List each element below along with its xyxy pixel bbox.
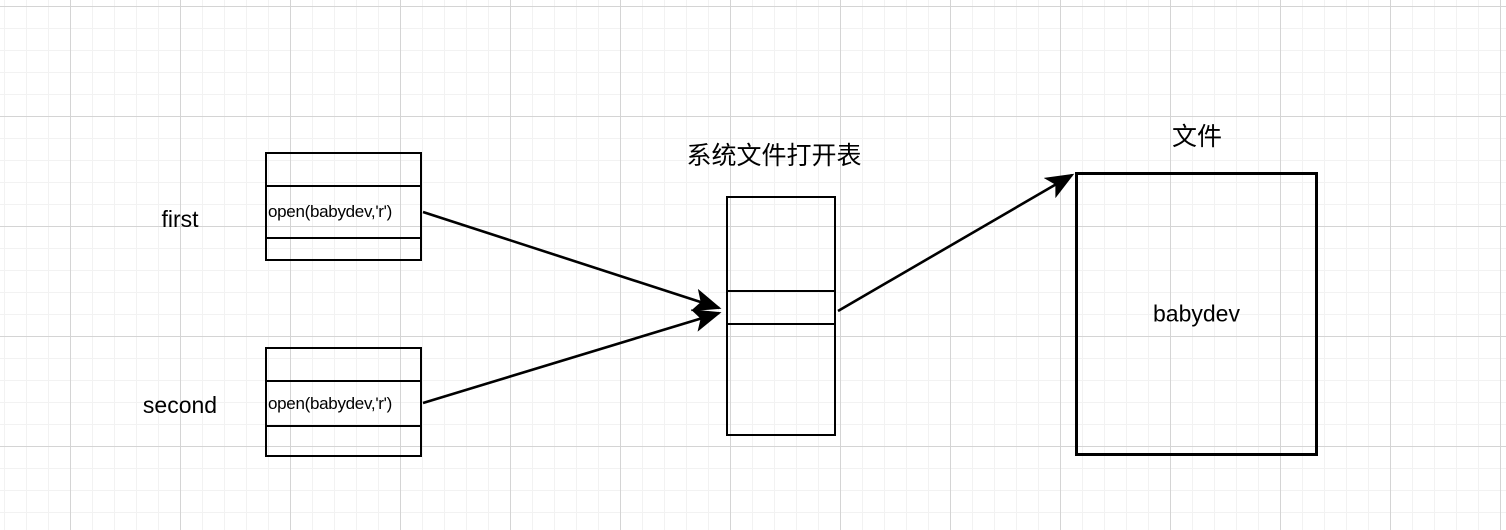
fd-table-first: open(babydev,'r') — [265, 152, 422, 261]
fd-table-second-cell-1: open(babydev,'r') — [268, 393, 392, 413]
process-label-second: second — [142, 392, 218, 418]
fd-table-first-row-1: open(babydev,'r') — [267, 187, 420, 239]
system-open-file-table-row-0 — [728, 198, 834, 292]
fd-table-first-row-0 — [267, 154, 420, 187]
fd-table-second-row-0 — [267, 349, 420, 382]
fd-table-second: open(babydev,'r') — [265, 347, 422, 457]
fd-table-first-row-2 — [267, 239, 420, 258]
system-open-file-table — [726, 196, 836, 436]
arrow-first-to-system — [422, 210, 722, 312]
fd-table-second-row-1: open(babydev,'r') — [267, 382, 420, 427]
system-open-file-table-row-2 — [728, 325, 834, 433]
file-object-name: babydev — [1153, 300, 1240, 327]
system-open-file-table-row-1 — [728, 292, 834, 325]
file-object-title: 文件 — [1171, 122, 1222, 151]
file-object-box: babydev — [1075, 172, 1318, 456]
fd-table-second-row-2 — [267, 427, 420, 454]
fd-table-first-cell-1: open(babydev,'r') — [268, 202, 392, 221]
arrow-second-to-system — [422, 309, 722, 405]
system-open-file-table-title: 系统文件打开表 — [686, 141, 862, 170]
process-label-first: first — [161, 206, 199, 232]
arrow-system-to-file — [837, 173, 1075, 313]
